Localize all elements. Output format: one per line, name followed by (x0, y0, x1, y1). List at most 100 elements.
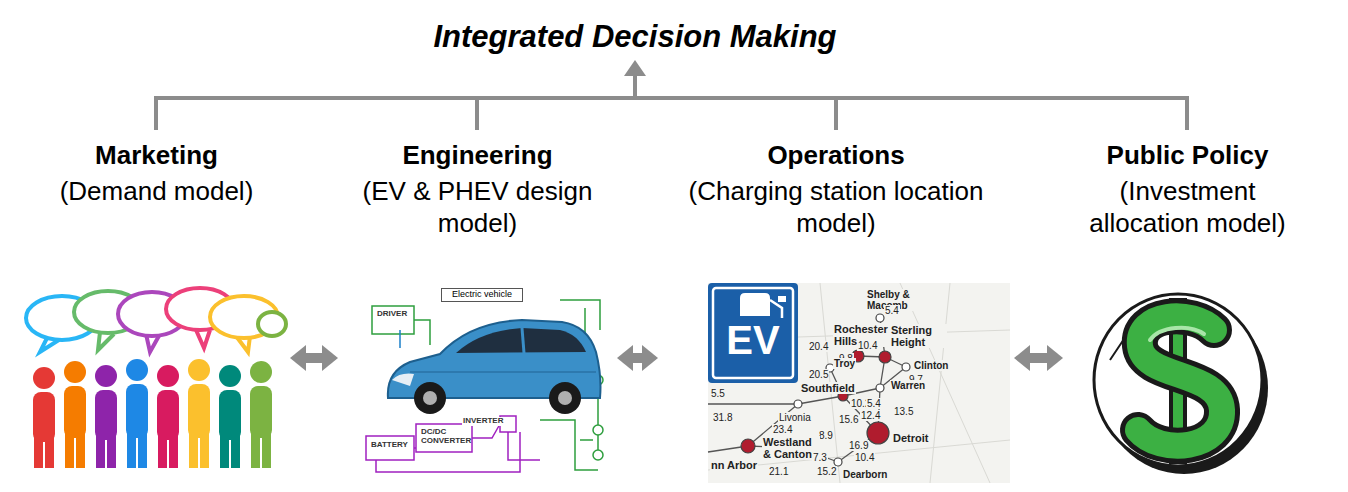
column-subtitle: (Investment allocation model) (1065, 175, 1310, 239)
people-group (251, 432, 260, 468)
map-network-lines (708, 318, 906, 462)
map-label: 10.4 (857, 340, 878, 351)
column-heading: Marketing (25, 140, 288, 171)
figure-caption-box: Electric vehicle (441, 288, 523, 302)
map-stations (876, 384, 884, 392)
arrow-shaft (305, 353, 323, 363)
column-subtitle: (Demand model) (25, 175, 288, 207)
ev-schematic-wires (366, 436, 414, 460)
people-group (33, 392, 55, 442)
map-label: 20.4 (808, 341, 829, 352)
column-heading: Public Policy (1065, 140, 1310, 171)
people-group (189, 432, 198, 468)
map-label: 21.1 (768, 466, 789, 477)
map-label: 7.3 (812, 452, 828, 463)
people-group (45, 436, 54, 468)
map-label: Southfield (800, 382, 856, 394)
arrowhead (642, 345, 658, 371)
map-label: 5.4 (866, 398, 882, 409)
dollar-coin (1094, 294, 1268, 474)
people-group (250, 386, 272, 438)
people-group (231, 434, 240, 468)
electric-car (423, 391, 437, 405)
map-stations (794, 400, 802, 408)
map-roads (708, 283, 1010, 483)
ev-schematic-wires (366, 416, 540, 472)
arrowhead (617, 345, 633, 371)
electric-car (522, 328, 524, 353)
people-group (169, 434, 178, 468)
ev-station-icon (708, 283, 798, 383)
people-group (158, 434, 167, 468)
people-group (157, 365, 179, 387)
ev-station-icon (740, 293, 770, 316)
people-group (219, 390, 241, 440)
ev-schematic-wires (399, 330, 401, 348)
column-block: Marketing (Demand model) (25, 140, 288, 485)
people-group (126, 359, 148, 468)
people-group (64, 361, 86, 468)
speech-bubbles (258, 312, 286, 336)
map-label: Warren (890, 380, 926, 391)
map-network-lines (708, 318, 906, 462)
map-background (708, 283, 1010, 483)
integration-bracket (834, 96, 838, 130)
double-arrow-connector (617, 345, 658, 371)
ev-schematic-wires (414, 424, 500, 448)
electric-car (392, 374, 414, 386)
arrowhead (1014, 345, 1030, 371)
ev-station-icon (778, 296, 786, 302)
ev-schematic-wires (508, 432, 540, 460)
electric-car (410, 371, 596, 373)
people-group (34, 436, 43, 468)
map-label: 31.8 (712, 412, 733, 423)
arrow-shaft (632, 353, 643, 363)
bracket-arrowhead (624, 60, 646, 76)
ev-schematic-wires (414, 320, 430, 345)
people-group (200, 432, 209, 468)
map-label: nn Arbor (710, 459, 758, 471)
map-label: 16.9 (848, 440, 869, 451)
people-group (157, 390, 179, 440)
map-label: Livonia (778, 412, 812, 423)
column-block: Public Policy (Investment allocation mode… (1065, 140, 1310, 485)
people-group (96, 434, 105, 468)
speech-bubbles (196, 330, 210, 348)
arrowhead (290, 345, 306, 371)
ev-schematic-wires (540, 420, 598, 470)
people-group (64, 386, 86, 438)
map-roads (708, 283, 1010, 483)
ev-schematic-wires (416, 424, 472, 452)
people-group (138, 432, 147, 468)
map-stations (834, 458, 842, 466)
people-group (95, 365, 117, 387)
people-group (76, 432, 85, 468)
integration-bracket (156, 72, 1187, 130)
people-group (219, 365, 241, 387)
map-label: 8.9 (818, 430, 834, 441)
dollar-coin (1138, 316, 1222, 445)
electric-car (388, 320, 601, 414)
diagram-title: Integrated Decision Making (335, 18, 935, 56)
map-stations (867, 422, 889, 444)
column-heading: Engineering (340, 140, 615, 171)
map-label: Detroit (892, 432, 929, 444)
map-stations (902, 363, 910, 371)
arrowhead (322, 345, 338, 371)
map-label: 20.5 (808, 369, 829, 380)
column-heading: Operations (660, 140, 1012, 171)
dollar-coin (1138, 316, 1222, 445)
schematic-label: INVERTER (462, 417, 504, 426)
map-label: 23.4 (772, 424, 793, 435)
arrow-shaft (1029, 353, 1048, 363)
people-group (126, 359, 148, 381)
people-group (188, 384, 210, 438)
integration-bracket (475, 96, 479, 130)
people-group (95, 390, 117, 440)
ev-station-icon (708, 283, 798, 383)
people-group (95, 365, 117, 468)
double-arrow-connector (1014, 345, 1063, 371)
ev-schematic-wires (372, 306, 414, 334)
people-group (188, 359, 210, 468)
